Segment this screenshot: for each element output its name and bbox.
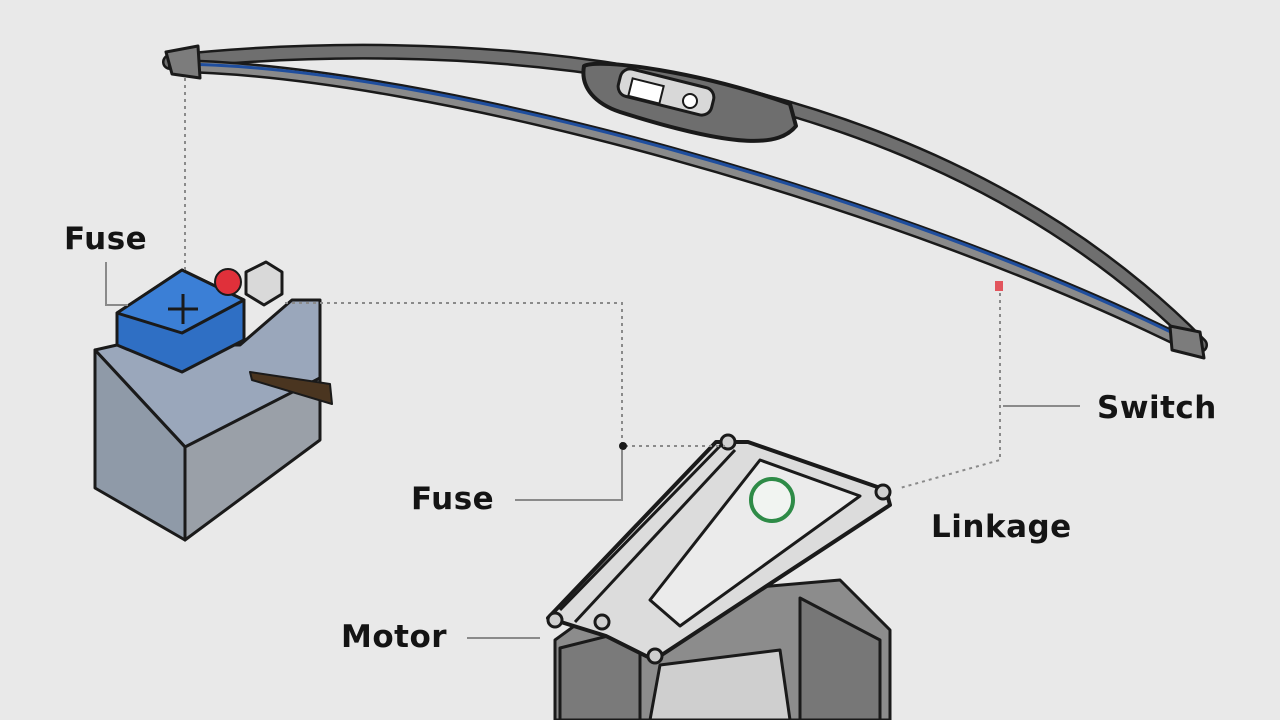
motor-linkage-assembly <box>546 433 892 720</box>
label-fuse-battery: Fuse <box>64 221 148 257</box>
wiring-connection-lines <box>184 78 1001 489</box>
wiper-blade <box>162 43 1208 360</box>
label-switch: Switch <box>1097 390 1217 426</box>
label-fuse-junction: Fuse <box>411 481 495 517</box>
label-linkage: Linkage <box>931 509 1072 545</box>
label-leader-lines <box>105 262 1080 639</box>
wire-junction <box>619 442 627 450</box>
label-motor: Motor <box>341 619 448 655</box>
battery <box>93 260 333 542</box>
